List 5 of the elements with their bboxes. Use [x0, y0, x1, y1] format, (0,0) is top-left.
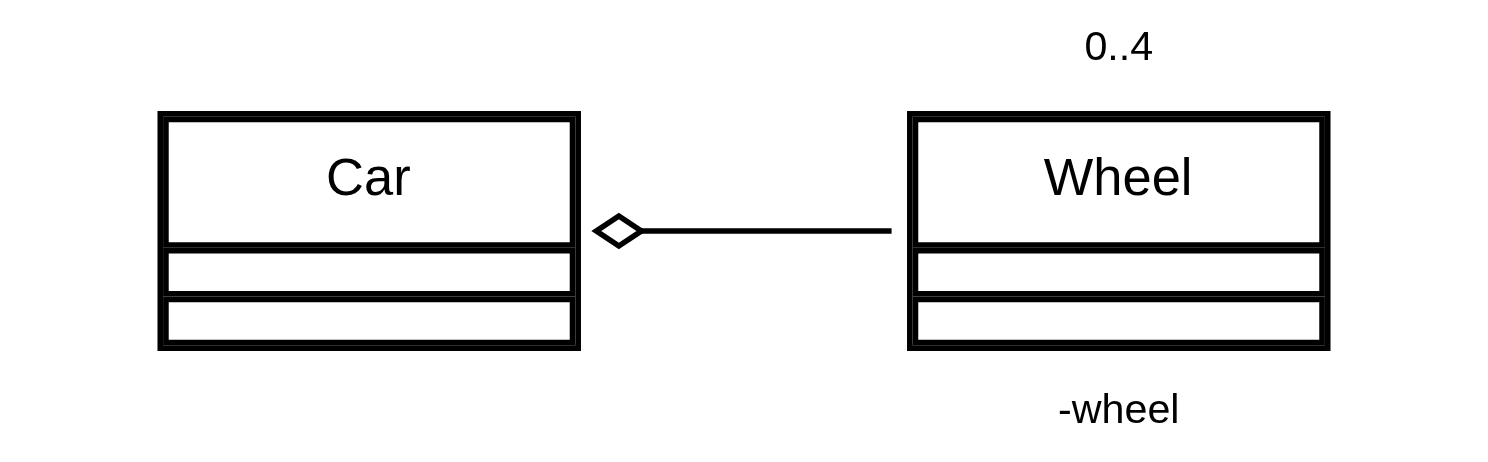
label: -wheel: [1058, 386, 1180, 433]
node-box: Wheel: [907, 111, 1331, 351]
node-box: Car: [157, 111, 581, 351]
label: 0..4: [1084, 22, 1154, 69]
connector: [591, 212, 892, 250]
